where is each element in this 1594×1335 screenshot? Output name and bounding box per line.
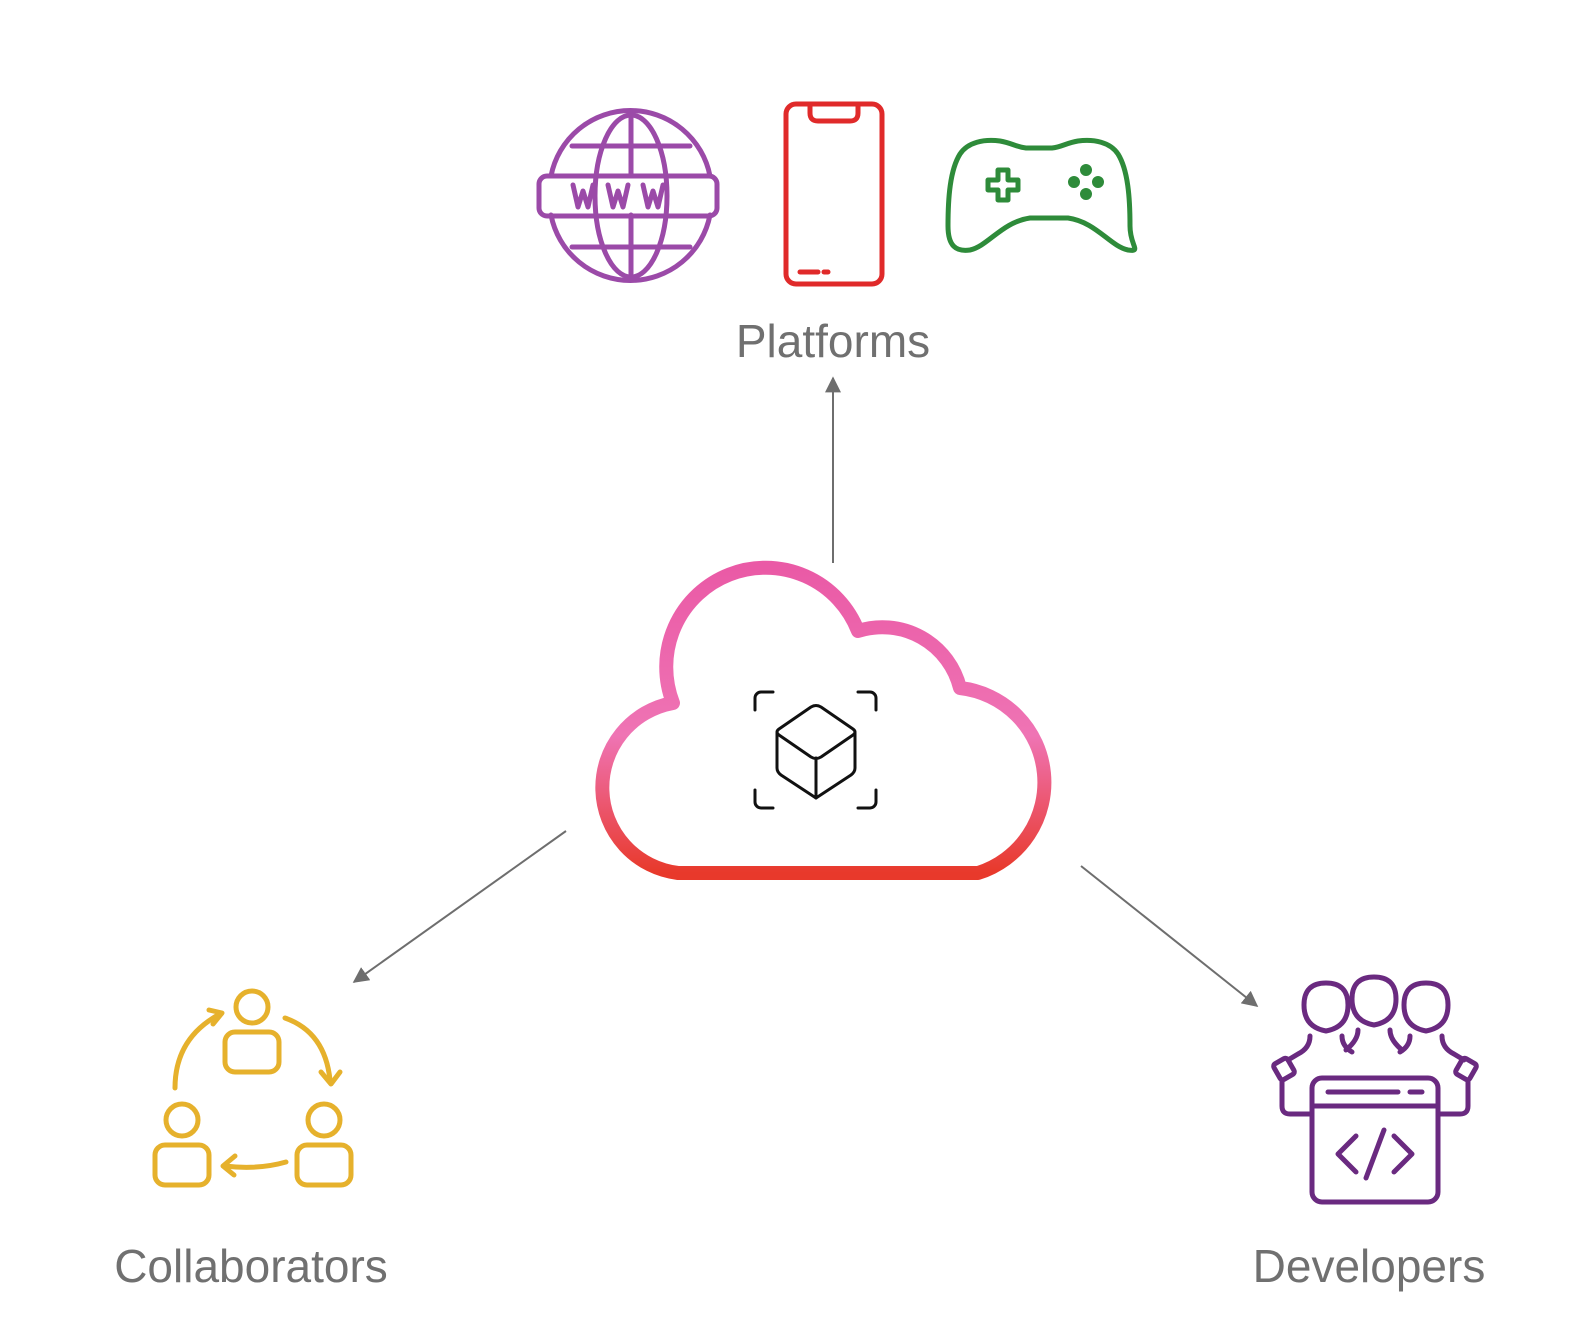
developers-code-icon <box>1271 974 1479 1205</box>
platforms-label: Platforms <box>735 315 931 367</box>
ar-cube-icon <box>753 690 878 810</box>
collaborators-label: Collaborators <box>114 1240 388 1292</box>
gamepad-icon <box>945 137 1138 253</box>
arrow-to-collaborators <box>352 830 567 983</box>
www-globe-icon <box>536 108 720 283</box>
developers-label: Developers <box>1252 1240 1486 1292</box>
collaboration-cycle-icon <box>152 988 354 1188</box>
smartphone-icon <box>783 101 885 287</box>
cloud-icon <box>595 560 1052 880</box>
arrow-to-developers <box>1080 865 1259 1007</box>
